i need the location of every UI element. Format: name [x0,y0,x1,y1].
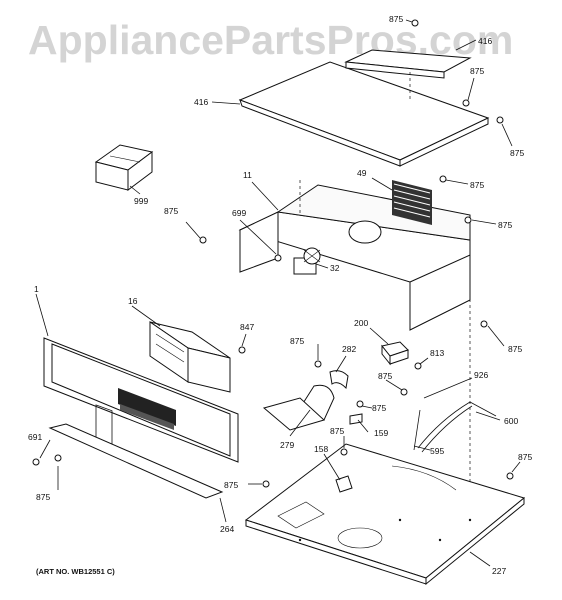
callout-16: 16 [128,296,138,306]
callout-416-cover: 416 [194,97,208,107]
callout-264: 264 [220,524,234,534]
callout-875-base-center: 875 [330,426,344,436]
callout-49: 49 [357,168,367,178]
callout-875-housing-right: 875 [498,220,512,230]
box-999-part [94,144,154,191]
callout-282: 282 [342,344,356,354]
callout-875-right-upper: 875 [510,148,524,158]
top-cover-part [238,61,490,167]
callout-875-grille: 875 [470,180,484,190]
front-panel-part [43,337,239,463]
callout-875-housing-lower: 875 [508,344,522,354]
screws [32,19,514,488]
relay-part [381,341,409,366]
callout-158: 158 [314,444,328,454]
callout-875-trim: 875 [36,492,50,502]
callout-279: 279 [280,440,294,450]
callout-875-base-right: 875 [518,452,532,462]
callout-847: 847 [240,322,254,332]
leader-lines [35,19,521,567]
callout-159: 159 [374,428,388,438]
callout-699: 699 [232,208,246,218]
callout-1: 1 [34,284,39,294]
callout-926: 926 [474,370,488,380]
callout-875-top: 875 [389,14,403,24]
callout-416-vent: 416 [478,36,492,46]
callout-875-housing-left: 875 [164,206,178,216]
trim-strip-part [48,423,224,499]
callout-875-relay: 875 [378,371,392,381]
upper-housing-part [238,180,471,530]
wire-harness-part [413,401,497,453]
air-duct-part [262,370,349,431]
callout-227: 227 [492,566,506,576]
grille-49-part [392,180,432,225]
vent-bracket-part [344,49,472,100]
art-number: (ART NO. WB12551 C) [36,567,115,576]
callout-595: 595 [430,446,444,456]
callout-labels: 875 416 416 875 875 875 875 875 999 11 4… [28,14,532,576]
callout-600: 600 [504,416,518,426]
callout-32: 32 [330,263,340,273]
callout-11: 11 [243,170,252,180]
callout-691: 691 [28,432,42,442]
callout-999: 999 [134,196,148,206]
callout-875-duct: 875 [290,336,304,346]
base-plate-part [244,443,526,586]
fan-motor-part [293,247,321,275]
callout-813: 813 [430,348,444,358]
control-board-part [149,321,231,393]
callout-200: 200 [354,318,368,328]
callout-875-bracket: 875 [372,403,386,413]
callout-875-base-left: 875 [224,480,238,490]
callout-875-cover-right: 875 [470,66,484,76]
